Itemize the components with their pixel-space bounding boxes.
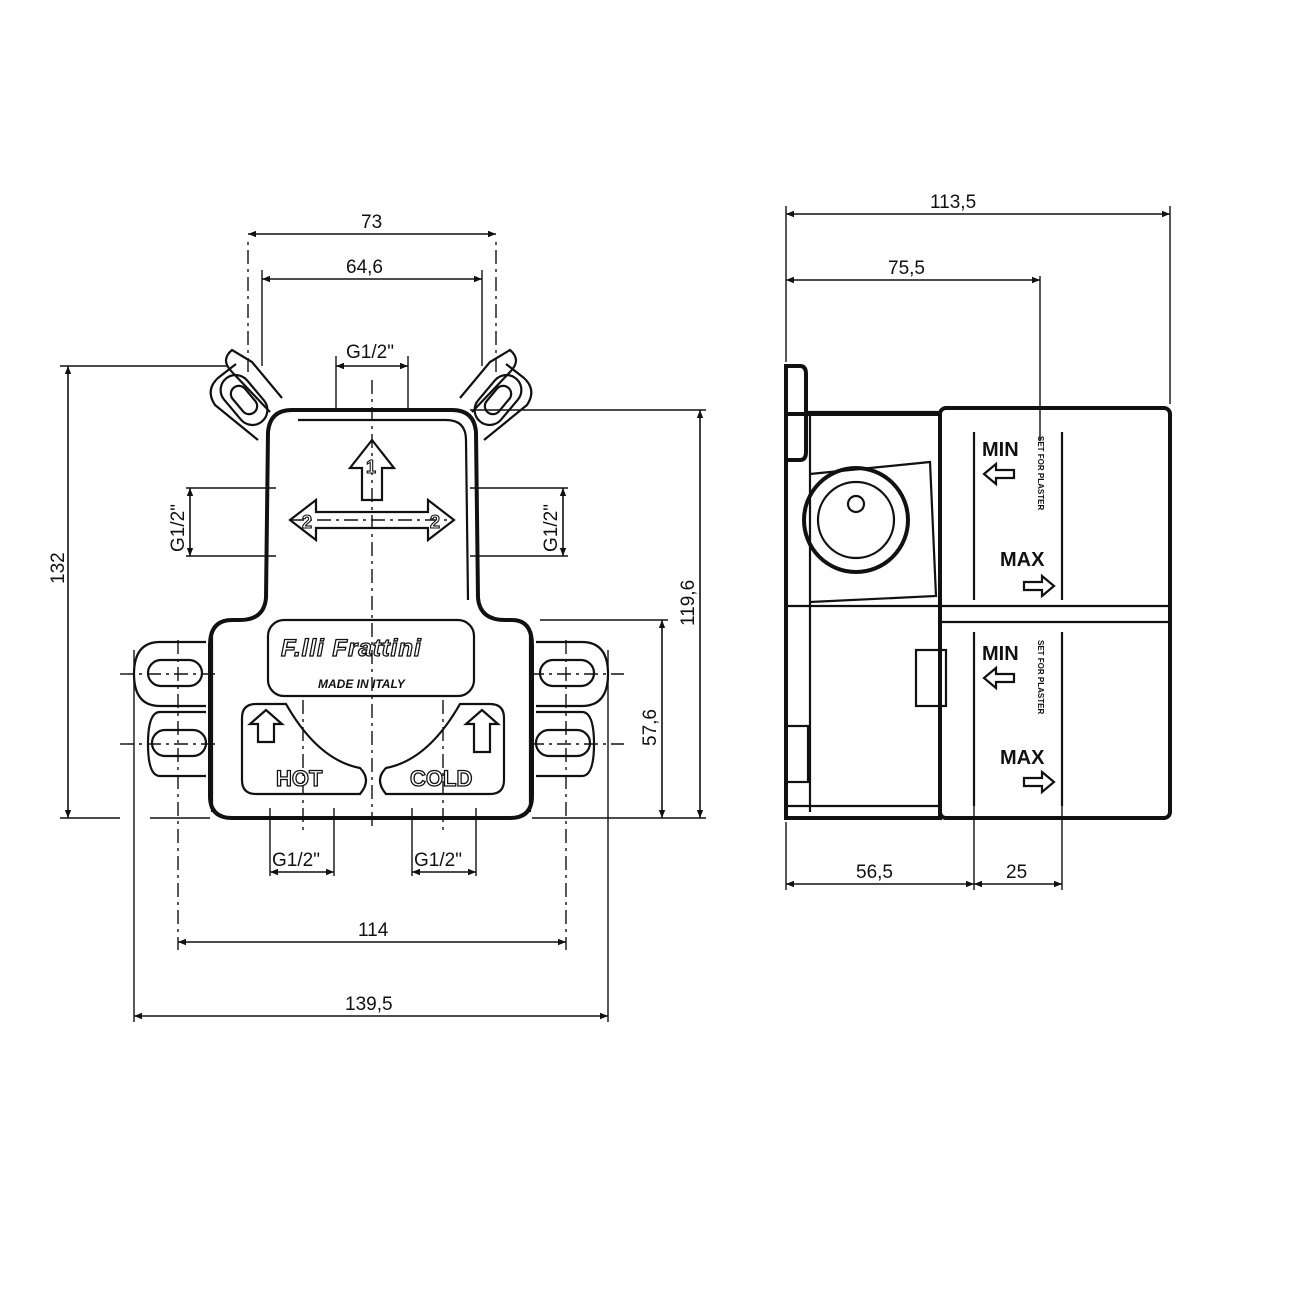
min-label-lower: MIN (982, 643, 1019, 665)
brand-logo-text: F.lli Frattini (281, 635, 422, 662)
valve-body-outline (208, 408, 534, 820)
min-label-upper: MIN (982, 439, 1019, 461)
dim-top-port: G1/2" (346, 342, 394, 363)
dim-right-port: G1/2" (541, 504, 562, 552)
dim-width-lugs: 114 (358, 920, 389, 941)
dim-height-lower: 57,6 (640, 709, 661, 746)
dim-depth-cover: 25 (1006, 862, 1027, 883)
hot-label: HOT (276, 766, 323, 791)
dim-width-top-outer: 73 (361, 212, 382, 233)
dim-height-body: 119,6 (678, 580, 699, 626)
brand-plate: F.lli Frattini MADE IN ITALY (266, 618, 476, 698)
made-in-label: MADE IN ITALY (318, 677, 406, 691)
dim-width-top-inner: 64,6 (346, 257, 383, 278)
plaster-note-lower: SET FOR PLASTER (1036, 640, 1045, 714)
front-view: 1 2 2 F.lli Frattini MADE IN ITALY HOT C… (48, 212, 706, 1022)
dim-depth-to-face: 75,5 (888, 258, 925, 279)
dim-height-total: 132 (48, 552, 69, 584)
side-inlet-port (802, 466, 910, 574)
dim-depth-total: 113,5 (930, 192, 976, 213)
top-mounting-ears (209, 348, 533, 441)
arrow-number-2-right: 2 (430, 512, 440, 532)
side-clip (914, 648, 948, 708)
side-view: MIN SET FOR PLASTER MAX MIN SET FOR PLAS… (784, 192, 1172, 890)
max-label-lower: MAX (1000, 747, 1045, 769)
dim-width-total: 139,5 (345, 994, 393, 1015)
dim-left-port: G1/2" (168, 504, 189, 552)
arrow-number-1: 1 (366, 457, 376, 477)
plaster-note-upper: SET FOR PLASTER (1036, 436, 1045, 510)
arrow-number-2-left: 2 (302, 512, 312, 532)
hot-cold-plates: HOT COLD (240, 702, 506, 796)
dim-depth-body: 56,5 (856, 862, 893, 883)
dim-bottom-port-left: G1/2" (272, 850, 320, 871)
cold-label: COLD (410, 766, 472, 791)
side-cover-box (938, 406, 1172, 820)
max-label-upper: MAX (1000, 549, 1045, 571)
dim-bottom-port-right: G1/2" (414, 850, 462, 871)
direction-arrows: 1 2 2 (288, 438, 456, 543)
